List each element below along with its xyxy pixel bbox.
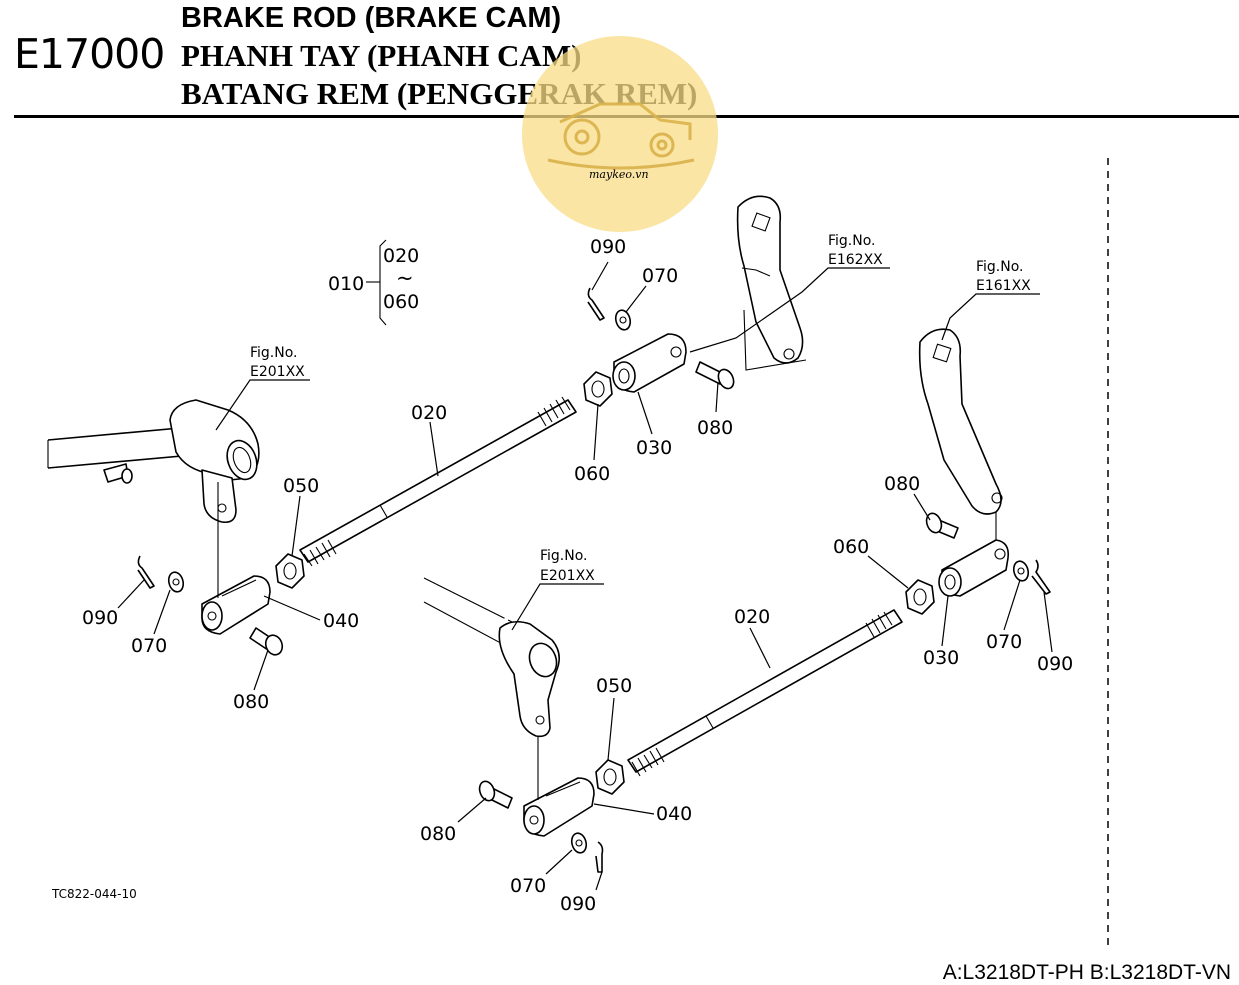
callout-070: 070	[642, 265, 678, 287]
group-callout: 010 020 ~ 060	[328, 239, 419, 326]
callout-030: 030	[923, 647, 959, 669]
callout-080: 080	[697, 417, 733, 439]
yoke-lower-040	[523, 777, 595, 837]
callout-060: 060	[833, 536, 869, 558]
section-code: E17000	[14, 30, 165, 78]
clevis-pins-080	[249, 361, 959, 809]
nut-lower-050	[595, 759, 625, 795]
figure-reference-e201-upper: Fig.No. E201XX	[250, 345, 305, 380]
callout-090: 090	[560, 893, 596, 915]
callout-070: 070	[986, 631, 1022, 653]
brake-rod-lower	[627, 609, 903, 777]
fig-ref-label: Fig.No.	[250, 345, 298, 361]
drawing-code: TC822-044-10	[51, 887, 137, 901]
brake-arm-e161	[918, 328, 1003, 515]
callout-070: 070	[131, 635, 167, 657]
range-tilde: ~	[396, 266, 414, 290]
callout-040: 040	[656, 803, 692, 825]
fig-ref-code: E162XX	[828, 252, 883, 268]
callout-060: 060	[574, 463, 610, 485]
callout-060-range-end: 060	[383, 291, 419, 313]
cotter-pins-090	[137, 287, 1051, 873]
title-vietnamese: PHANH TAY (PHANH CAM)	[181, 38, 582, 73]
fig-ref-code: E161XX	[976, 278, 1031, 294]
yoke-upper-040	[201, 575, 271, 635]
watermark-text: maykeo.vn	[589, 168, 649, 181]
fig-ref-code: E201XX	[540, 568, 595, 584]
callout-090: 090	[590, 236, 626, 258]
watermark-circle	[522, 36, 718, 232]
figure-reference-e162: Fig.No. E162XX	[828, 233, 883, 268]
fig-ref-label: Fig.No.	[828, 233, 876, 249]
yoke-lower-030	[938, 539, 1010, 597]
title-english: BRAKE ROD (BRAKE CAM)	[181, 2, 562, 34]
yoke-upper-030	[612, 333, 687, 393]
callout-080: 080	[233, 691, 269, 713]
figure-reference-e201-lower: Fig.No. E201XX	[540, 548, 595, 584]
callout-050: 050	[596, 675, 632, 697]
callout-080: 080	[884, 473, 920, 495]
nut-upper-060	[583, 371, 613, 407]
callout-020: 020	[734, 606, 770, 628]
callout-020-range-start: 020	[383, 245, 419, 267]
figure-reference-e161: Fig.No. E161XX	[976, 259, 1031, 294]
callout-090: 090	[82, 607, 118, 629]
washers-070	[167, 309, 1030, 854]
pedal-shaft-lower	[423, 577, 560, 738]
model-applicability-footer: A:L3218DT-PH B:L3218DT-VN	[942, 961, 1231, 984]
callout-050: 050	[283, 475, 319, 497]
tractor-icon	[547, 102, 695, 170]
fig-ref-label: Fig.No.	[976, 259, 1024, 275]
fig-ref-label: Fig.No.	[540, 548, 588, 564]
callout-020: 020	[411, 402, 447, 424]
callout-080: 080	[420, 823, 456, 845]
pedal-shaft-upper	[47, 399, 260, 524]
brake-rod-upper	[299, 396, 577, 567]
brake-arm-e162	[736, 195, 804, 364]
callout-030: 030	[636, 437, 672, 459]
part-callouts: 090 070 080 060 030 020 050 040 090 070 …	[82, 236, 1073, 915]
callout-010: 010	[328, 273, 364, 295]
nut-lower-060	[905, 579, 935, 615]
callout-040: 040	[323, 610, 359, 632]
leader-lines	[117, 261, 1053, 891]
callout-070: 070	[510, 875, 546, 897]
watermark-logo: maykeo.vn	[522, 36, 718, 232]
nut-upper-050	[275, 553, 305, 589]
fig-ref-code: E201XX	[250, 364, 305, 380]
callout-090: 090	[1037, 653, 1073, 675]
